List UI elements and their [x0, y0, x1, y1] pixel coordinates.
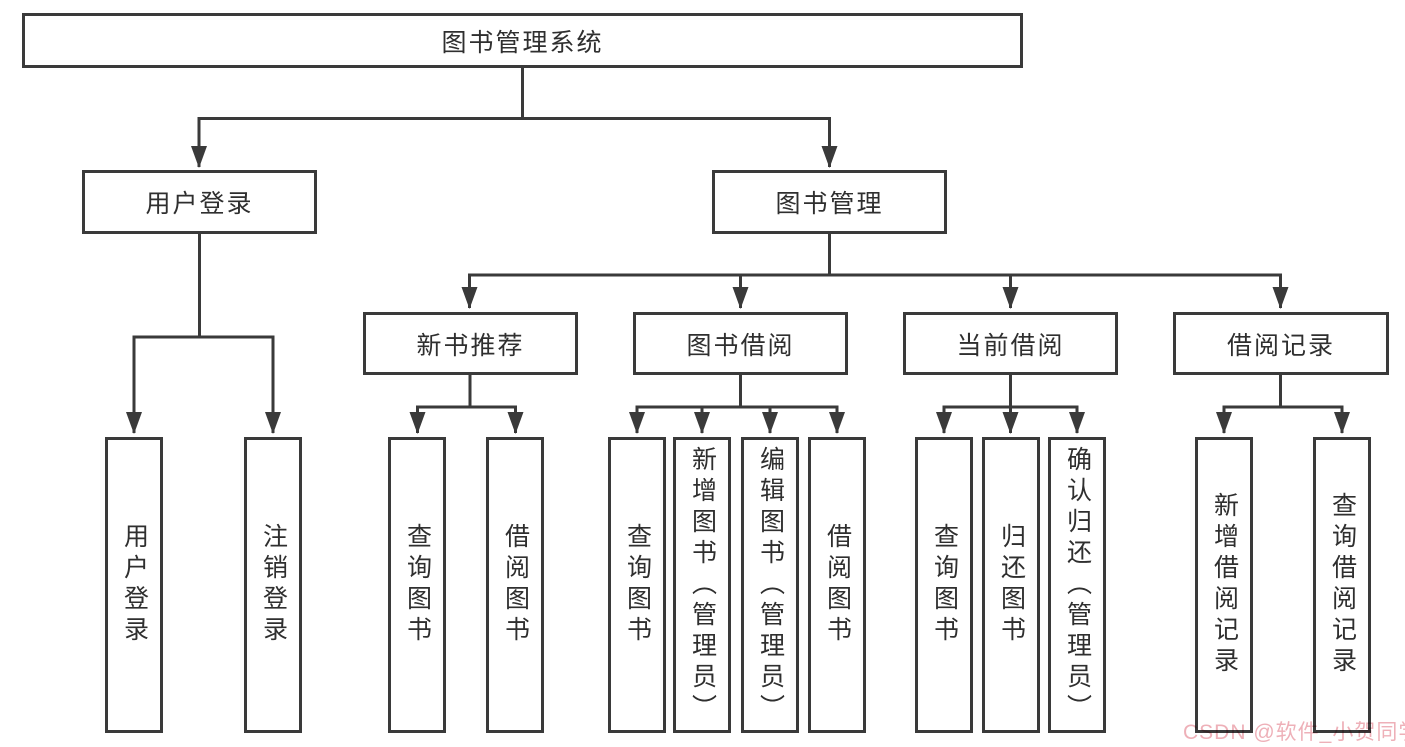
leaf-bb-borrow-books-label: 借阅图书: [823, 523, 852, 647]
node-new-book-recommend-label: 新书推荐: [416, 331, 525, 360]
leaf-br-add-record-label: 新增借阅记录: [1210, 492, 1239, 678]
node-user-login: 用户登录: [82, 170, 317, 234]
node-new-book-recommend: 新书推荐: [363, 312, 578, 375]
leaf-rec-query-books: 查询图书: [388, 437, 446, 733]
leaf-bb-query-books: 查询图书: [608, 437, 666, 733]
leaf-rec-borrow-books: 借阅图书: [486, 437, 544, 733]
leaf-user-login-label: 用户登录: [120, 523, 149, 647]
leaf-cb-query-books: 查询图书: [915, 437, 973, 733]
leaf-bb-query-books-label: 查询图书: [623, 523, 652, 647]
leaf-cb-confirm-return-admin: 确认归还（管理员）: [1048, 437, 1106, 733]
node-book-management-label: 图书管理: [775, 190, 884, 218]
node-root-label: 图书管理系统: [441, 28, 604, 57]
node-book-borrowing: 图书借阅: [633, 312, 848, 375]
leaf-cb-return-books-label: 归还图书: [997, 523, 1026, 647]
leaf-logout: 注销登录: [244, 437, 302, 733]
leaf-bb-borrow-books: 借阅图书: [808, 437, 866, 733]
leaf-cb-query-books-label: 查询图书: [930, 523, 959, 647]
node-root: 图书管理系统: [22, 13, 1023, 68]
node-borrowing-records-label: 借阅记录: [1226, 331, 1335, 360]
node-user-login-label: 用户登录: [145, 190, 254, 218]
node-book-management: 图书管理: [712, 170, 947, 234]
leaf-bb-edit-books-admin: 编辑图书（管理员）: [741, 437, 799, 733]
leaf-br-query-record: 查询借阅记录: [1313, 437, 1371, 733]
leaf-rec-query-books-label: 查询图书: [403, 523, 432, 647]
leaf-rec-borrow-books-label: 借阅图书: [501, 523, 530, 647]
node-current-borrowing: 当前借阅: [903, 312, 1118, 375]
watermark: CSDN @软件_小贺同学: [1183, 721, 1405, 744]
leaf-logout-label: 注销登录: [259, 523, 288, 647]
leaf-user-login: 用户登录: [105, 437, 163, 733]
leaf-cb-return-books: 归还图书: [982, 437, 1040, 733]
node-book-borrowing-label: 图书借阅: [686, 331, 795, 360]
node-borrowing-records: 借阅记录: [1173, 312, 1389, 375]
leaf-bb-add-books-admin-label: 新增图书（管理员）: [688, 445, 717, 725]
leaf-br-add-record: 新增借阅记录: [1195, 437, 1253, 733]
node-current-borrowing-label: 当前借阅: [956, 331, 1065, 360]
leaf-br-query-record-label: 查询借阅记录: [1328, 492, 1357, 678]
leaf-cb-confirm-return-admin-label: 确认归还（管理员）: [1063, 445, 1092, 725]
leaf-bb-add-books-admin: 新增图书（管理员）: [673, 437, 731, 733]
leaf-bb-edit-books-admin-label: 编辑图书（管理员）: [756, 445, 785, 725]
